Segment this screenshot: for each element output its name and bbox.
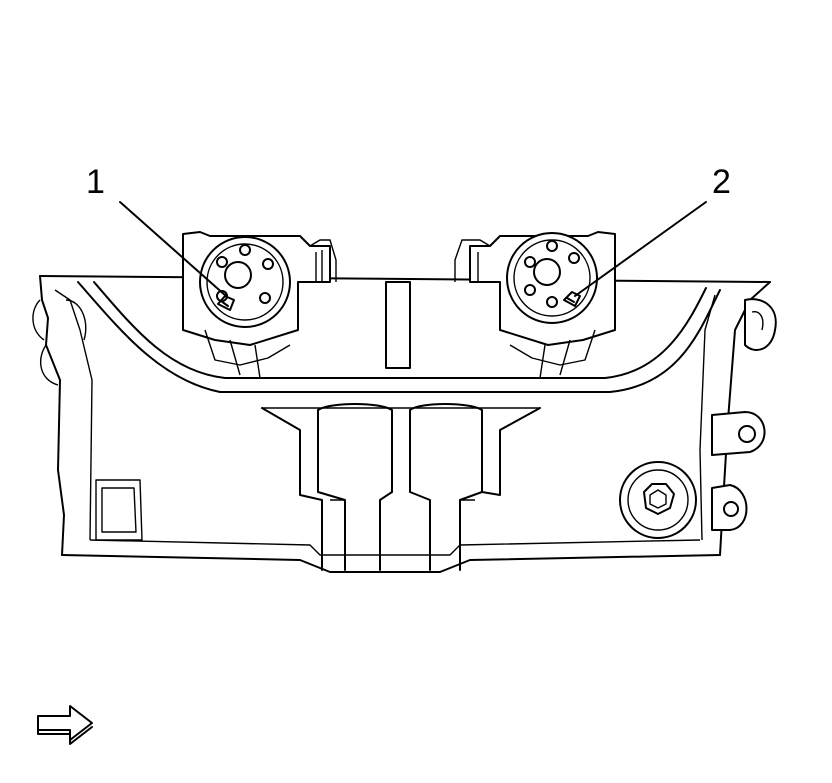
right-cam-housing — [454, 231, 616, 379]
cylinder-head-body — [39, 275, 771, 573]
leader-line-2 — [574, 201, 707, 297]
arrow-right-icon — [37, 705, 93, 745]
callout-label-2: 2 — [712, 163, 731, 201]
callout-leaders — [119, 201, 707, 297]
deck-slot — [385, 281, 411, 369]
left-cam-housing — [182, 231, 337, 379]
leader-line-1 — [119, 201, 227, 297]
callout-label-1: 1 — [86, 163, 105, 201]
lower-pockets — [261, 403, 541, 571]
right-side-features — [619, 298, 777, 539]
valley-rail — [77, 281, 721, 393]
left-end-features — [32, 299, 87, 386]
